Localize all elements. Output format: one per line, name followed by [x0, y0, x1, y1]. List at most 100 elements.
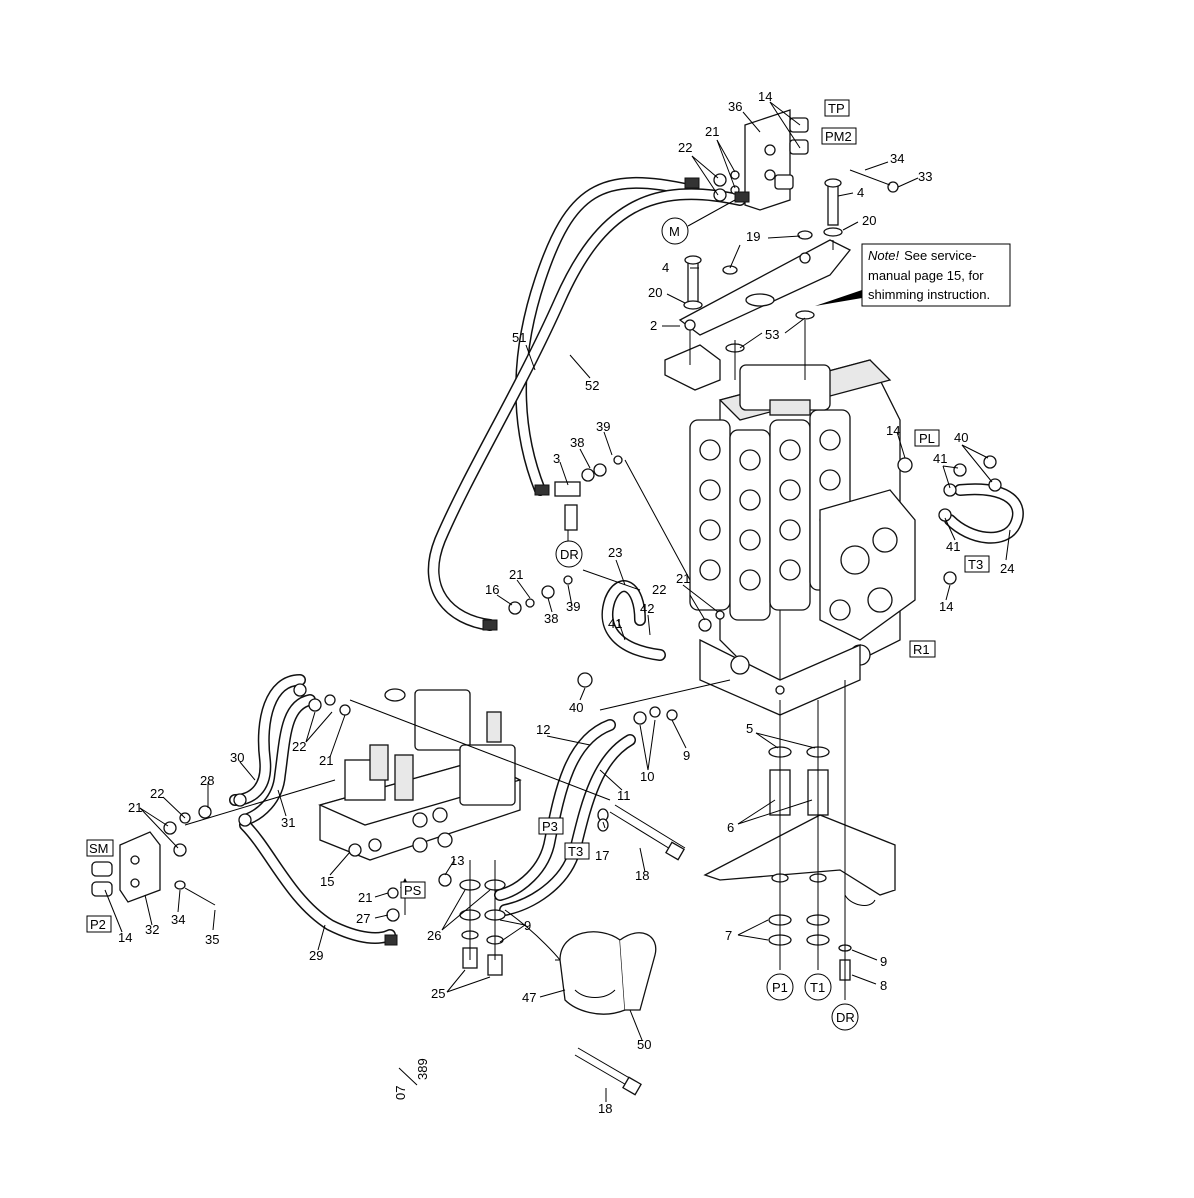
callout-31: 31	[281, 815, 295, 830]
callout-52: 52	[585, 378, 599, 393]
callout-22: 22	[150, 786, 164, 801]
callout-33: 33	[918, 169, 932, 184]
callout-16: 16	[485, 582, 499, 597]
circle-label-p1: P1	[772, 980, 788, 995]
callout-22: 22	[678, 140, 692, 155]
callout-6: 6	[727, 820, 734, 835]
callout-13: 13	[450, 853, 464, 868]
callout-4: 4	[662, 260, 669, 275]
callout-21: 21	[128, 800, 142, 815]
callout-20: 20	[862, 213, 876, 228]
callout-12: 12	[536, 722, 550, 737]
circle-label-dr-upper: DR	[560, 547, 579, 562]
callout-17: 17	[595, 848, 609, 863]
callout-9: 9	[683, 748, 690, 763]
callout-24: 24	[1000, 561, 1014, 576]
callout-3: 3	[553, 451, 560, 466]
circle-label-t1: T1	[810, 980, 825, 995]
callout-22: 22	[292, 739, 306, 754]
callout-14: 14	[939, 599, 953, 614]
callout-9: 9	[524, 918, 531, 933]
callout-18: 18	[635, 868, 649, 883]
shimming-note: Note!See service- manual page 15, for sh…	[815, 243, 1011, 307]
callout-34: 34	[171, 912, 185, 927]
callout-36: 36	[728, 99, 742, 114]
callout-50: 50	[637, 1037, 651, 1052]
callout-2: 2	[650, 318, 657, 333]
stud-axes	[779, 680, 846, 1000]
callout-23: 23	[608, 545, 622, 560]
callout-18: 18	[598, 1101, 612, 1116]
main-control-valve	[689, 359, 916, 716]
note-line-2: manual page 15, for	[868, 268, 984, 283]
drawing-number: 07 389	[393, 1058, 430, 1100]
callout-11: 11	[617, 788, 631, 803]
callout-14: 14	[118, 930, 132, 945]
callout-39: 39	[566, 599, 580, 614]
port-labels: TP PM2 PL T3 R1 P3 T3 PS SM P2	[86, 99, 990, 933]
callout-35: 35	[205, 932, 219, 947]
callout-21: 21	[676, 571, 690, 586]
callout-30: 30	[230, 750, 244, 765]
callout-32: 32	[145, 922, 159, 937]
callout-34: 34	[890, 151, 904, 166]
callout-20: 20	[648, 285, 662, 300]
callout-21: 21	[705, 124, 719, 139]
callout-22: 22	[652, 582, 666, 597]
port-label-sm: SM	[89, 841, 109, 856]
hoses	[229, 177, 1024, 944]
callout-9: 9	[880, 954, 887, 969]
circle-label-dr-lower: DR	[836, 1010, 855, 1025]
circle-port-labels: M DR P1 T1 DR	[555, 199, 859, 1031]
callout-28: 28	[200, 773, 214, 788]
callout-8: 8	[880, 978, 887, 993]
port-label-pl: PL	[919, 431, 935, 446]
callout-4: 4	[857, 185, 864, 200]
callout-42: 42	[640, 601, 654, 616]
callout-21: 21	[358, 890, 372, 905]
callout-14: 14	[886, 423, 900, 438]
port-label-pm2: PM2	[825, 129, 852, 144]
note-line-1: Note!See service-	[868, 248, 976, 263]
hose-clamp-47-50	[559, 931, 657, 1015]
callout-7: 7	[725, 928, 732, 943]
callout-14: 14	[758, 89, 772, 104]
callout-5: 5	[746, 721, 753, 736]
port-label-t3-lower: T3	[568, 844, 583, 859]
callout-15: 15	[320, 874, 334, 889]
callout-19: 19	[746, 229, 760, 244]
callout-41: 41	[608, 616, 622, 631]
adapter-block-32	[91, 805, 216, 906]
callout-10: 10	[640, 769, 654, 784]
callout-27: 27	[356, 911, 370, 926]
callout-39: 39	[596, 419, 610, 434]
port-label-t3: T3	[968, 557, 983, 572]
callout-29: 29	[309, 948, 323, 963]
bracket-2	[664, 239, 852, 391]
callout-38: 38	[544, 611, 558, 626]
routing-lines	[184, 240, 834, 961]
drawing-number-bottom: 389	[415, 1058, 430, 1080]
callout-25: 25	[431, 986, 445, 1001]
port-label-p2: P2	[90, 917, 106, 932]
circle-label-m: M	[669, 224, 680, 239]
port-label-ps: PS	[404, 883, 422, 898]
callout-41: 41	[946, 539, 960, 554]
callout-51: 51	[512, 330, 526, 345]
callout-38: 38	[570, 435, 584, 450]
callout-numbers: 14 36 21 22 34 33 4 20 19 4 20 2 53 51 5…	[118, 89, 1014, 1116]
callout-53: 53	[765, 327, 779, 342]
drawing-number-top: 07	[393, 1086, 408, 1100]
note-line-3: shimming instruction.	[868, 287, 990, 302]
port-label-tp: TP	[828, 101, 845, 116]
callout-21: 21	[509, 567, 523, 582]
callout-26: 26	[427, 928, 441, 943]
callout-21: 21	[319, 753, 333, 768]
leader-lines	[104, 101, 1011, 1102]
solenoid-valve-block-15	[318, 688, 522, 861]
port-label-r1: R1	[913, 642, 930, 657]
callout-41: 41	[933, 451, 947, 466]
callout-47: 47	[522, 990, 536, 1005]
callout-40: 40	[954, 430, 968, 445]
